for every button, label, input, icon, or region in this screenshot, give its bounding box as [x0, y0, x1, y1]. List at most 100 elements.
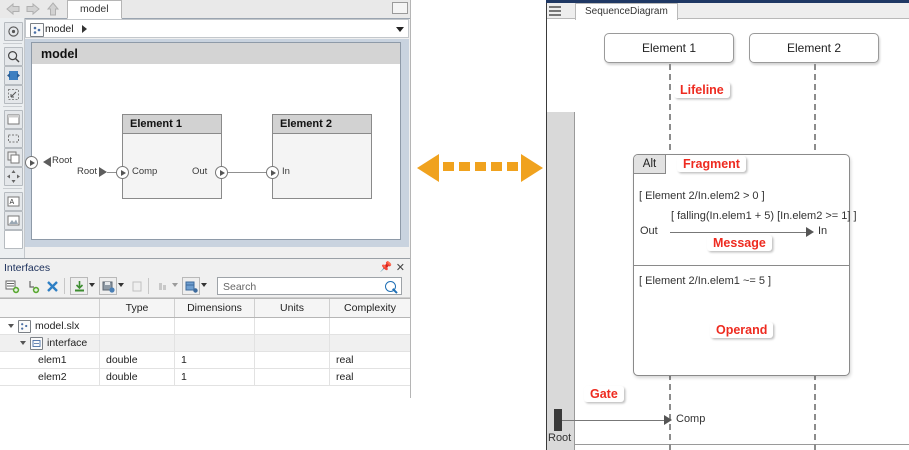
annotation-icon[interactable]: A	[4, 192, 23, 211]
row-dimensions-cell[interactable]	[175, 335, 255, 351]
expander-caret-icon[interactable]	[8, 324, 14, 328]
row-type-cell[interactable]	[100, 335, 175, 351]
forward-arrow-icon[interactable]	[24, 1, 42, 17]
element-1-out-label: Out	[192, 166, 208, 177]
root-signal-arrow-icon	[43, 157, 51, 167]
row-complexity-cell[interactable]: real	[336, 371, 354, 383]
move-icon[interactable]	[4, 167, 23, 186]
operand-2-guard[interactable]: [ Element 2/In.elem1 ~= 5 ]	[639, 275, 772, 287]
element-1-block[interactable]: Element 1	[122, 114, 222, 199]
row-complexity-cell[interactable]: real	[336, 354, 354, 366]
bus-icon	[154, 277, 172, 295]
row-complexity-cell[interactable]	[330, 335, 410, 351]
expander-caret-icon[interactable]	[20, 341, 26, 345]
root-input-port[interactable]	[25, 156, 38, 169]
row-name-cell[interactable]: interface	[0, 335, 100, 351]
breadcrumb-caret-icon[interactable]	[82, 25, 87, 33]
element-2-in-label: In	[282, 166, 290, 177]
assign-port-dropdown-icon[interactable]	[201, 283, 207, 287]
row-name-cell[interactable]: model.slx	[0, 318, 100, 334]
gate-message-target-label: Comp	[676, 413, 706, 425]
up-arrow-icon[interactable]	[44, 1, 62, 17]
zoom-icon[interactable]	[4, 47, 23, 66]
dashed-box-icon[interactable]	[4, 129, 23, 148]
import-icon[interactable]	[70, 277, 88, 295]
model-breadcrumb-bar[interactable]: model	[25, 19, 409, 38]
hamburger-menu-icon[interactable]	[549, 6, 561, 16]
breadcrumb-dropdown-icon[interactable]	[396, 27, 404, 32]
element-1-out-port[interactable]	[215, 166, 228, 179]
row-complexity-cell[interactable]	[330, 318, 410, 334]
column-header-units[interactable]: Units	[255, 299, 330, 317]
lifeline-head-element-1[interactable]: Element 1	[604, 33, 734, 63]
column-header-name[interactable]	[0, 299, 100, 317]
row-units-cell[interactable]	[255, 335, 330, 351]
tab-strip-filler	[120, 0, 410, 18]
table-row[interactable]: elem2 double 1 real	[0, 369, 410, 386]
row-dimensions-cell[interactable]: 1	[175, 352, 255, 368]
import-dropdown-icon[interactable]	[89, 283, 95, 287]
back-arrow-icon[interactable]	[4, 1, 22, 17]
search-icon[interactable]	[385, 281, 396, 292]
row-type-cell[interactable]: double	[100, 369, 175, 385]
row-dimensions-cell[interactable]	[175, 318, 255, 334]
element-2-title: Element 2	[280, 118, 332, 130]
delete-icon[interactable]	[43, 277, 61, 295]
sequence-gutter	[547, 112, 575, 450]
fit-to-view-icon[interactable]	[4, 66, 23, 85]
row-type-cell[interactable]: double	[100, 352, 175, 368]
pan-icon[interactable]	[4, 22, 23, 41]
column-header-type[interactable]: Type	[100, 299, 175, 317]
message-label[interactable]: [ falling(In.elem1 + 5) [In.elem2 >= 1] …	[671, 210, 857, 222]
sequence-diagram-canvas[interactable]: Element 1 Element 2 Alt [ Element 2/In.e…	[547, 20, 909, 450]
row-units-cell[interactable]	[255, 352, 330, 368]
element-1-comp-port[interactable]	[116, 166, 129, 179]
alt-fragment[interactable]: Alt	[633, 154, 850, 376]
assign-port-icon[interactable]	[182, 277, 200, 295]
copy-icon[interactable]	[4, 148, 23, 167]
row-name-cell[interactable]: elem1	[0, 352, 100, 368]
blank-page-icon[interactable]	[4, 110, 23, 129]
table-row[interactable]: interface	[0, 335, 410, 352]
breadcrumb[interactable]: model	[45, 23, 74, 35]
element-2-in-port[interactable]	[266, 166, 279, 179]
row-name-cell[interactable]: elem2	[0, 369, 100, 385]
lifeline-head-element-2[interactable]: Element 2	[749, 33, 879, 63]
area-icon[interactable]	[4, 230, 23, 249]
table-row[interactable]: model.slx	[0, 318, 410, 335]
search-input[interactable]: Search	[217, 277, 402, 295]
tab-sequence-diagram[interactable]: SequenceDiagram	[575, 3, 678, 21]
interfaces-toolbar: Search	[0, 275, 410, 298]
row-label: model.slx	[35, 320, 80, 332]
operand-1-guard[interactable]: [ Element 2/In.elem2 > 0 ]	[639, 190, 765, 202]
new-element-icon[interactable]	[23, 277, 41, 295]
gate-message-arrow-head	[664, 415, 672, 425]
model-canvas[interactable]: model Root Element 1 Root Comp Out	[25, 42, 401, 240]
sequence-pane-accent-bar	[546, 0, 909, 3]
row-dimensions-cell[interactable]: 1	[175, 369, 255, 385]
gate-marker[interactable]	[554, 409, 562, 431]
close-icon[interactable]: ✕	[395, 262, 405, 274]
callout-fragment: Fragment	[677, 156, 746, 172]
gate-message-line[interactable]	[562, 420, 666, 421]
row-type-cell[interactable]	[100, 318, 175, 334]
message-line[interactable]	[670, 232, 808, 233]
model-canvas-area: model Root Element 1 Root Comp Out	[25, 39, 409, 287]
new-data-interface-icon[interactable]	[3, 277, 21, 295]
tab-model[interactable]: model	[67, 0, 122, 19]
pin-icon[interactable]: 📌	[379, 262, 392, 273]
row-units-cell[interactable]	[255, 318, 330, 334]
row-units-cell[interactable]	[255, 369, 330, 385]
image-icon[interactable]	[4, 211, 23, 230]
column-header-complexity[interactable]: Complexity	[344, 302, 396, 314]
save-dropdown-icon[interactable]	[118, 283, 124, 287]
arrow-head-right	[521, 154, 543, 182]
table-row[interactable]: elem1 double 1 real	[0, 352, 410, 369]
zoom-region-icon[interactable]	[4, 85, 23, 104]
element-2-block[interactable]: Element 2	[272, 114, 372, 199]
column-header-dimensions[interactable]: Dimensions	[175, 299, 255, 317]
fragment-operator-label[interactable]: Alt	[634, 155, 666, 174]
save-icon[interactable]	[99, 277, 117, 295]
model-tab-strip: model	[0, 0, 410, 19]
restore-window-icon[interactable]	[392, 2, 408, 14]
